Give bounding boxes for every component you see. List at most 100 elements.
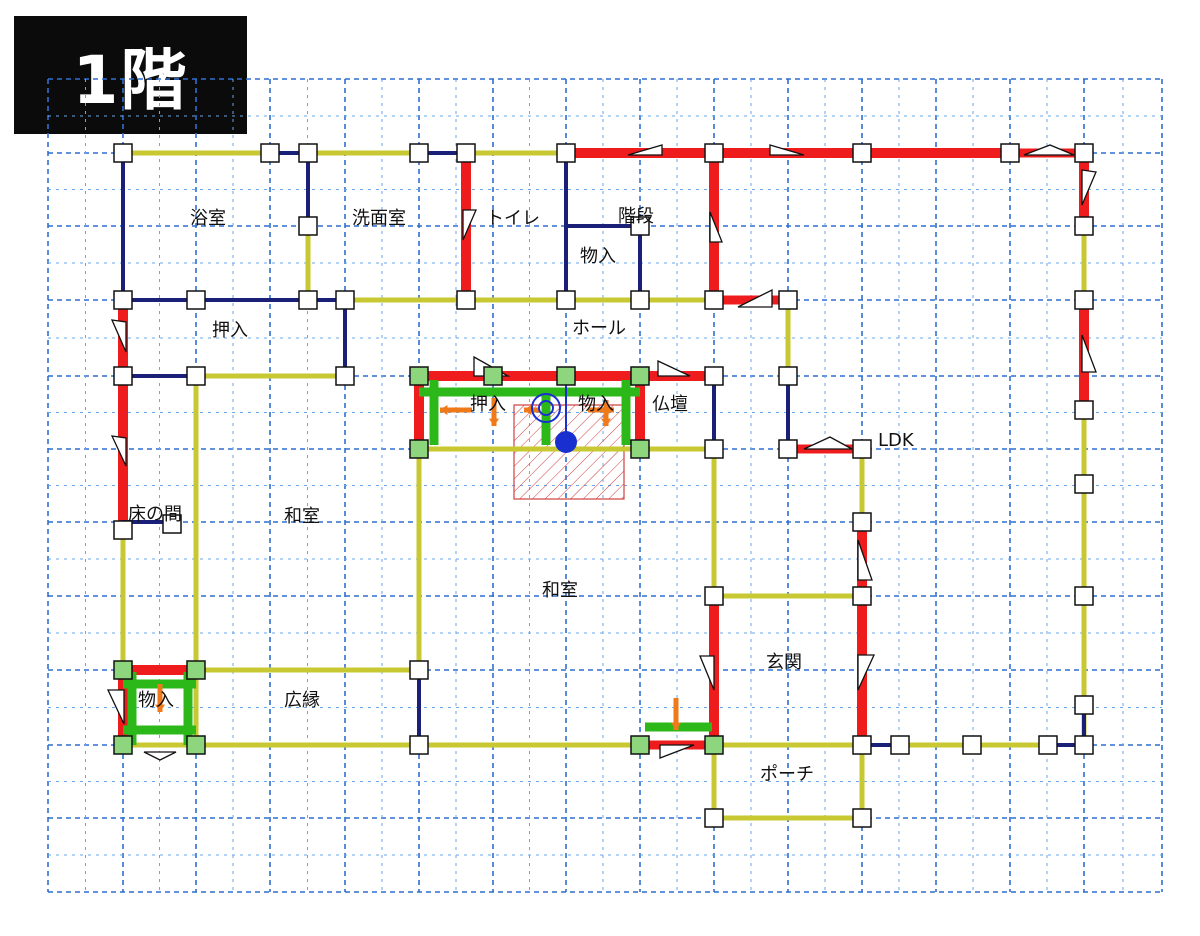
- joint-node-reinforced: [409, 366, 429, 386]
- node-layer: [113, 143, 1094, 828]
- joint-node: [1074, 474, 1094, 494]
- joint-node: [704, 366, 724, 386]
- load-triangle: [737, 288, 773, 308]
- displacement-arrowhead: [154, 704, 166, 712]
- displacement-arrowhead: [670, 722, 682, 730]
- joint-node-reinforced: [630, 366, 650, 386]
- joint-node: [1074, 586, 1094, 606]
- joint-node: [409, 143, 429, 163]
- joint-node: [630, 216, 650, 236]
- joint-node: [704, 586, 724, 606]
- joint-node-reinforced: [409, 439, 429, 459]
- joint-node-reinforced: [556, 366, 576, 386]
- joint-node: [852, 586, 872, 606]
- joint-node: [409, 735, 429, 755]
- joint-node: [890, 735, 910, 755]
- joint-node: [852, 143, 872, 163]
- center-of-rigidity: [531, 393, 561, 423]
- joint-node-reinforced: [704, 735, 724, 755]
- joint-node: [298, 290, 318, 310]
- joint-node: [778, 366, 798, 386]
- room-label-washroom: 洗面室: [352, 208, 406, 229]
- joint-node: [1000, 143, 1020, 163]
- joint-node: [852, 512, 872, 532]
- joint-node-reinforced: [113, 735, 133, 755]
- room-label-storage-center: 物入: [578, 394, 614, 415]
- joint-node: [113, 520, 133, 540]
- load-triangle: [699, 655, 715, 691]
- joint-node-reinforced: [483, 366, 503, 386]
- room-label-hall: ホール: [572, 318, 626, 339]
- joint-node: [186, 290, 206, 310]
- joint-node: [704, 290, 724, 310]
- joint-node: [556, 290, 576, 310]
- joint-node-reinforced: [113, 660, 133, 680]
- load-triangle: [1081, 334, 1097, 373]
- load-triangle: [769, 144, 805, 156]
- joint-node: [704, 143, 724, 163]
- load-triangle: [659, 744, 695, 759]
- joint-node: [962, 735, 982, 755]
- room-label-engawa: 広縁: [284, 690, 320, 711]
- room-label-ldk: LDK: [878, 430, 915, 451]
- room-label-bath: 浴室: [190, 208, 226, 229]
- joint-node: [113, 366, 133, 386]
- joint-node: [1074, 216, 1094, 236]
- joint-node: [260, 143, 280, 163]
- load-triangle: [657, 359, 691, 377]
- joint-node: [704, 808, 724, 828]
- joint-node-reinforced: [186, 660, 206, 680]
- joint-node: [1074, 400, 1094, 420]
- joint-node: [852, 808, 872, 828]
- room-label-genkan: 玄関: [766, 652, 802, 673]
- joint-node: [335, 290, 355, 310]
- room-label-closet-center: 押入: [470, 394, 506, 415]
- joint-node: [1074, 290, 1094, 310]
- joint-node: [1074, 695, 1094, 715]
- joint-node: [186, 366, 206, 386]
- room-label-storage-stairs: 物入: [580, 246, 616, 267]
- joint-node: [298, 143, 318, 163]
- joint-node: [298, 216, 318, 236]
- room-label-storage-bottom: 物入: [138, 690, 174, 711]
- room-label-closet-left: 押入: [212, 320, 248, 341]
- load-triangle: [110, 435, 127, 467]
- joint-node-reinforced: [630, 439, 650, 459]
- joint-node-reinforced: [630, 735, 650, 755]
- load-triangle: [143, 751, 177, 761]
- displacement-arrowhead: [600, 418, 612, 426]
- joint-node: [778, 290, 798, 310]
- joint-node: [630, 290, 650, 310]
- room-label-washitsu-center: 和室: [542, 580, 578, 601]
- joint-node: [456, 290, 476, 310]
- joint-node: [852, 439, 872, 459]
- room-label-toilet: トイレ: [486, 208, 540, 229]
- load-triangle: [1081, 169, 1097, 206]
- joint-node: [1074, 143, 1094, 163]
- center-of-rigidity-inner: [538, 400, 554, 416]
- floor-title-badge: 1階: [14, 16, 247, 134]
- joint-node: [778, 439, 798, 459]
- load-triangle: [106, 689, 125, 725]
- load-triangle: [857, 654, 876, 691]
- load-triangle: [462, 209, 477, 241]
- center-of-gravity: [555, 431, 577, 453]
- joint-node: [1074, 735, 1094, 755]
- load-triangle: [709, 211, 723, 243]
- displacement-arrowhead: [440, 404, 448, 416]
- floor-title: 1階: [72, 42, 189, 119]
- load-triangle: [1023, 144, 1075, 156]
- room-label-porch: ポーチ: [760, 764, 814, 785]
- joint-node: [456, 143, 476, 163]
- load-triangle: [857, 539, 873, 581]
- joint-node: [335, 366, 355, 386]
- joint-node: [852, 735, 872, 755]
- room-label-tokonoma: 床の間: [128, 504, 182, 525]
- joint-node: [1038, 735, 1058, 755]
- load-triangle: [110, 319, 127, 353]
- joint-node: [556, 143, 576, 163]
- joint-node: [409, 660, 429, 680]
- joint-node: [113, 290, 133, 310]
- room-label-butsudan: 仏壇: [652, 394, 688, 415]
- displacement-arrowhead: [488, 418, 500, 426]
